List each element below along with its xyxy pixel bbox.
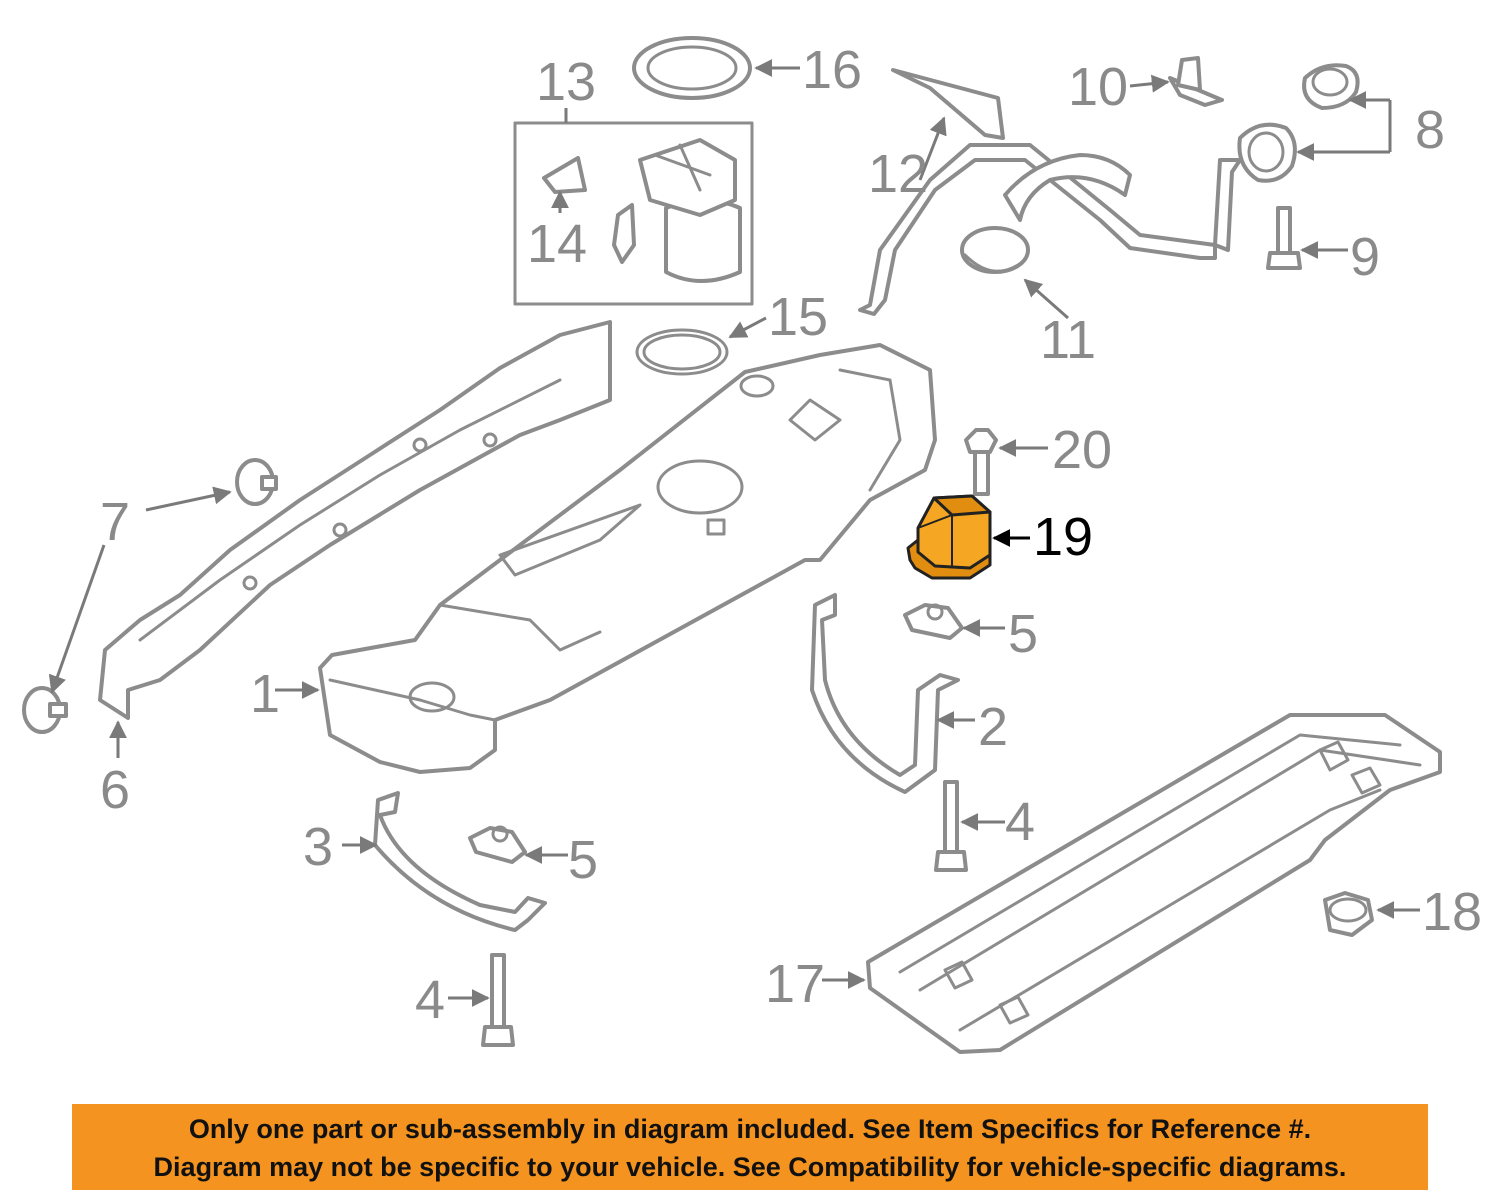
tank-strap-part-2 [810,593,975,794]
callout-19: 19 [1033,507,1093,567]
callout-6: 6 [100,760,130,820]
callout-15: 15 [768,287,828,347]
callout-4a: 4 [1005,792,1035,852]
callout-2: 2 [978,697,1008,757]
disclaimer-banner: Only one part or sub-assembly in diagram… [72,1104,1428,1190]
callout-5b: 5 [568,830,598,890]
disclaimer-line-1: Only one part or sub-assembly in diagram… [188,1114,1312,1144]
callout-9: 9 [1350,227,1380,287]
fuel-pump-module-part-13 [513,108,754,306]
callout-10: 10 [1068,57,1128,117]
callout-18: 18 [1422,882,1482,942]
callout-20: 20 [1052,420,1112,480]
callout-16: 16 [802,40,862,100]
callout-3: 3 [303,817,333,877]
callout-11: 11 [1040,310,1096,370]
disclaimer-line-2: Diagram may not be specific to your vehi… [153,1152,1347,1182]
filler-neck-part-8 [858,63,1392,316]
clamp-part-11 [960,226,1069,320]
nut-part-18 [1323,891,1420,937]
seal-part-15 [635,316,767,376]
frame-bracket-part-6 [98,320,612,758]
heat-shield-part-12 [891,68,1005,181]
fuel-system-diagram: 1 2 3 4 4 5 5 6 7 8 9 10 11 12 13 14 15 … [22,36,1482,1054]
callout-8: 8 [1415,100,1445,160]
nut-clip-part-5 [468,603,1005,864]
bolt-part-20 [964,428,1048,496]
bolt-part-4 [448,780,1005,1047]
callout-1: 1 [250,664,280,724]
callout-17: 17 [765,954,825,1014]
push-pin-part-7 [22,458,278,734]
tank-strap-part-3 [342,791,547,932]
bolt-part-9 [1266,206,1348,270]
callout-5a: 5 [1008,604,1038,664]
clip-part-10 [1129,56,1224,107]
callout-7: 7 [100,492,130,552]
callout-4b: 4 [415,970,445,1030]
module-part-19-highlighted [906,494,1030,580]
fuel-tank-part-1 [275,343,937,774]
callout-12: 12 [868,144,928,204]
skid-plate-part-17 [822,713,1442,1054]
lock-ring-part-16 [632,36,800,100]
callout-13: 13 [536,52,596,112]
callout-14: 14 [527,214,587,274]
